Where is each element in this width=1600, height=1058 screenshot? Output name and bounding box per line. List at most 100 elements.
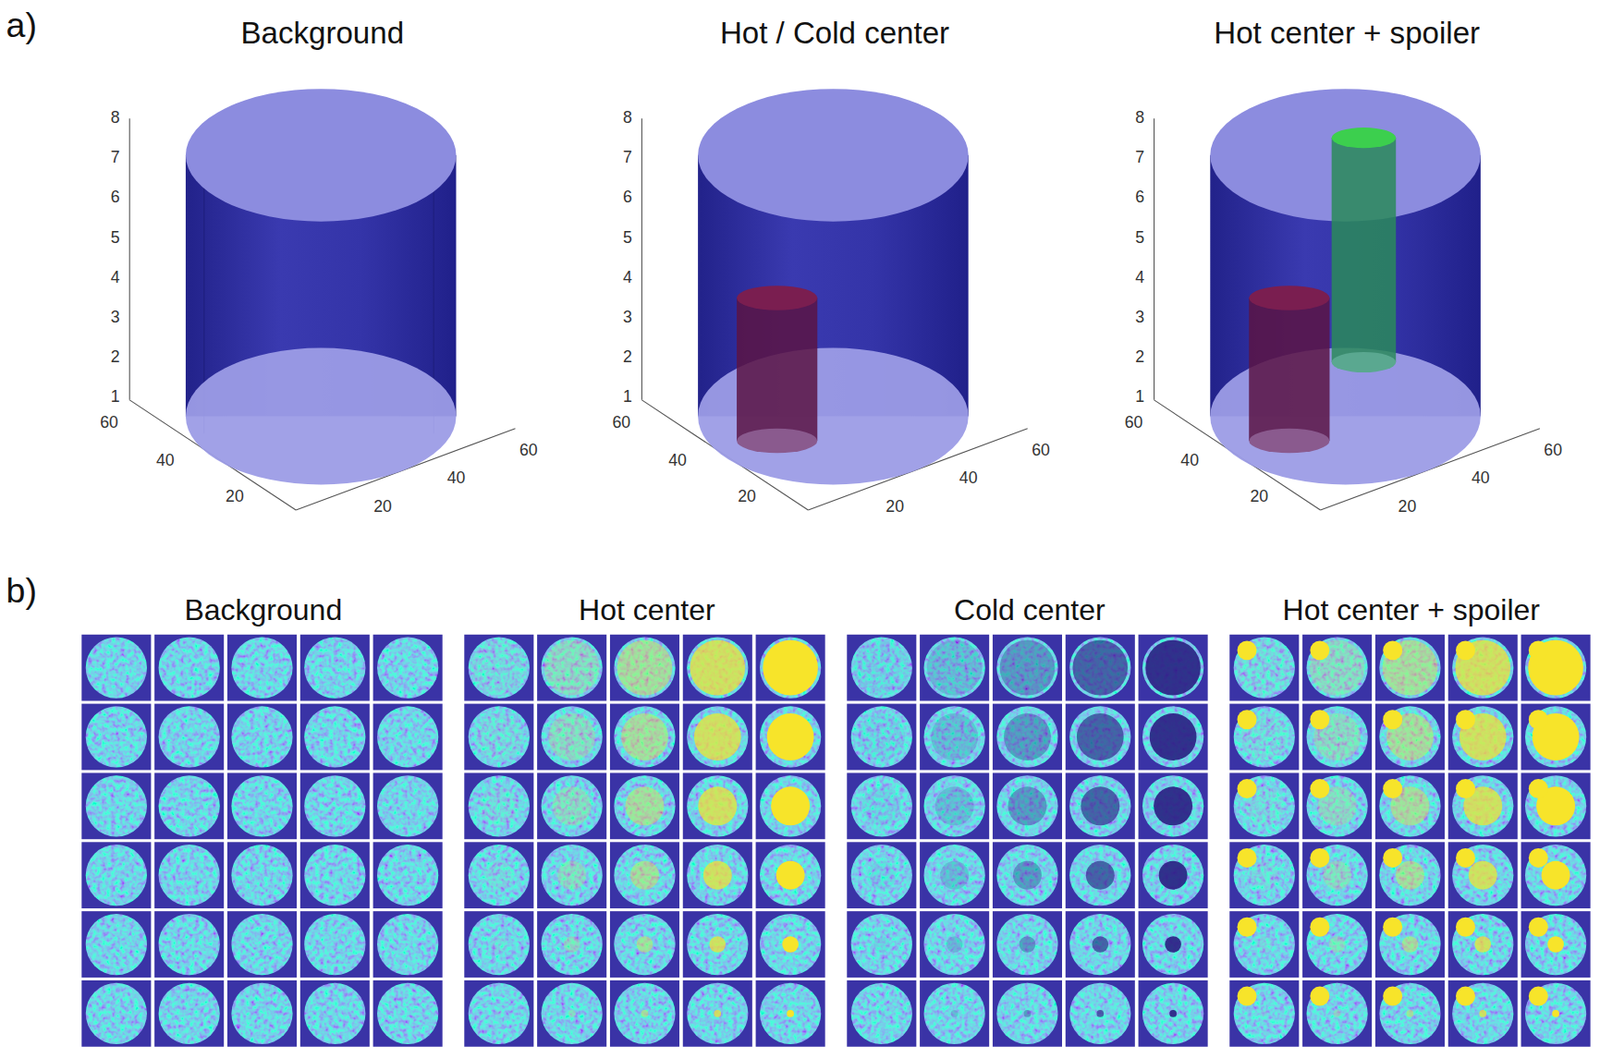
hot-lesion — [781, 936, 799, 953]
axis-tick: 20 — [1398, 499, 1417, 516]
phantom-slice — [304, 844, 366, 906]
cold-lesion — [1164, 936, 1182, 953]
image-tile — [1138, 635, 1209, 702]
image-tile — [756, 980, 826, 1048]
image-tile — [154, 911, 224, 978]
image-tile — [1521, 772, 1591, 840]
cold-lesion — [940, 861, 969, 891]
spoiler-disc — [1382, 987, 1403, 1007]
phantom-slice — [158, 706, 220, 768]
hot-lesion — [1547, 936, 1564, 953]
image-tile — [227, 980, 297, 1048]
phantom-slice — [924, 844, 986, 906]
image-tile — [81, 980, 151, 1048]
phantom-slice — [468, 706, 530, 768]
spoiler-disc — [1237, 987, 1258, 1007]
phantom-slice — [1233, 775, 1295, 837]
hot-lesion — [767, 713, 815, 761]
image-tile — [610, 911, 680, 978]
image-tile — [227, 704, 297, 771]
spoiler-disc — [1309, 709, 1330, 730]
hot-lesion — [1478, 1010, 1487, 1018]
image-tile — [464, 842, 534, 909]
inner-cylinder — [1248, 297, 1330, 441]
panel-title: Hot center + spoiler — [1282, 595, 1540, 625]
spoiler-disc — [1382, 640, 1403, 660]
panel-title: Hot / Cold center — [720, 18, 950, 49]
image-tile — [227, 635, 297, 702]
phantom-slice — [377, 844, 439, 906]
image-tile — [1448, 772, 1518, 840]
image-tile — [464, 704, 534, 771]
image-tile — [992, 842, 1063, 909]
phantom-slice — [613, 983, 675, 1045]
hot-lesion — [776, 861, 806, 891]
cold-lesion — [951, 1010, 959, 1018]
panel-title: Background — [183, 595, 342, 625]
cold-lesion — [1003, 713, 1051, 761]
hot-lesion — [1309, 640, 1366, 697]
panel-letter: b) — [6, 574, 37, 611]
cylinder-plot — [1154, 88, 1540, 511]
spoiler-bottom — [1331, 352, 1397, 373]
axis-tick: 40 — [1180, 452, 1199, 470]
image-tile — [919, 911, 990, 978]
image-tile — [1448, 635, 1518, 702]
phantom-slice — [304, 983, 366, 1045]
hot-lesion — [1382, 640, 1439, 697]
axis-tick: 60 — [611, 415, 631, 432]
phantom-slice — [231, 914, 293, 976]
spoiler-disc — [1382, 917, 1403, 938]
hot-lesion — [495, 1010, 503, 1018]
image-tile — [992, 911, 1063, 978]
phantom-slice — [1142, 844, 1204, 906]
phantom-slice — [304, 775, 366, 837]
image-tile — [1229, 772, 1299, 840]
phantom-slice — [851, 706, 913, 768]
image-tile — [373, 911, 443, 978]
axis-tick: 3 — [622, 309, 633, 327]
image-tile — [537, 704, 607, 771]
phantom-slice — [85, 983, 147, 1045]
axis-tick: 8 — [1135, 109, 1145, 127]
image-tile — [300, 772, 370, 840]
hot-lesion — [557, 861, 587, 891]
image-tile — [373, 980, 443, 1048]
phantom-slice — [1306, 983, 1368, 1045]
image-tile — [1065, 635, 1136, 702]
phantom-slice — [924, 983, 986, 1045]
phantom-slice — [686, 706, 748, 768]
phantom-slice — [377, 637, 439, 699]
hot-lesion — [621, 713, 669, 761]
image-tile — [227, 911, 297, 978]
axis-tick: 60 — [1031, 442, 1051, 460]
hot-lesion — [713, 1010, 721, 1018]
phantom-slice — [1069, 775, 1131, 837]
hot-lesion — [1395, 861, 1425, 891]
phantom-slice — [377, 706, 439, 768]
axis-tick: 7 — [1135, 149, 1145, 167]
spoiler-disc — [1237, 779, 1258, 799]
phantom-slice — [686, 844, 748, 906]
image-tile — [537, 842, 607, 909]
phantom-slice — [541, 844, 603, 906]
phantom-slice — [1379, 637, 1441, 699]
image-tile — [1521, 911, 1591, 978]
image-tile — [1375, 980, 1445, 1048]
image-tile — [81, 772, 151, 840]
image-tile — [756, 772, 826, 840]
hot-lesion — [1333, 1010, 1342, 1018]
hot-lesion — [1551, 1010, 1560, 1018]
image-tile — [154, 635, 224, 702]
image-tile — [919, 842, 990, 909]
panel-letter: a) — [6, 8, 37, 44]
phantom-slice — [924, 914, 986, 976]
cold-lesion — [873, 936, 891, 953]
z-axis — [641, 118, 643, 401]
hot-lesion — [1468, 861, 1498, 891]
phantom-slice — [759, 983, 821, 1045]
phantom-slice — [85, 844, 147, 906]
axis-tick: 2 — [110, 349, 121, 367]
image-tile — [1521, 980, 1591, 1048]
phantom-slice — [377, 775, 439, 837]
